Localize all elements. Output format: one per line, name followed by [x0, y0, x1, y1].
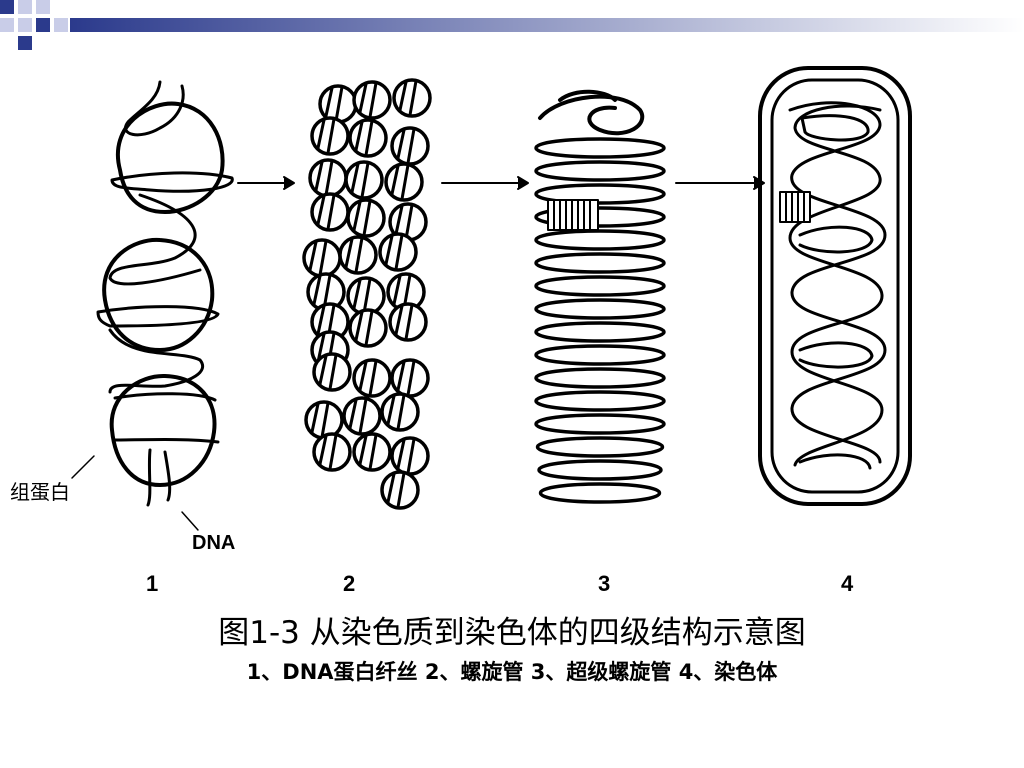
- nucleosome-bead: [378, 232, 418, 272]
- nucleosome-bead: [342, 396, 382, 436]
- nucleosome-bead: [312, 352, 352, 392]
- nucleosome-bead: [344, 160, 384, 200]
- nucleosome-bead: [310, 116, 350, 156]
- coil-segment-highlight: [547, 199, 599, 231]
- coil-ring: [538, 482, 662, 504]
- histone-bead: [109, 373, 217, 487]
- coil-ring: [534, 252, 666, 274]
- coil-ring: [534, 344, 666, 366]
- nucleosome-bead: [352, 358, 392, 398]
- label-dna: DNA: [192, 532, 236, 554]
- nucleosome-bead: [304, 400, 344, 440]
- nucleosome-bead: [388, 302, 428, 342]
- stage-number-1: 1: [146, 571, 159, 596]
- coil-ring: [534, 413, 666, 435]
- coil-ring: [535, 436, 665, 458]
- stage2-solenoid: [302, 78, 432, 510]
- coil-ring: [534, 229, 666, 251]
- nucleosome-bead: [312, 432, 352, 472]
- chromosome-loops: [788, 101, 887, 470]
- figure-title: 图1-3 从染色质到染色体的四级结构示意图: [218, 615, 806, 651]
- coil-ring: [534, 367, 666, 389]
- label-histone: 组蛋白: [10, 480, 70, 504]
- dna-strand: [96, 80, 234, 507]
- nucleosome-bead: [318, 84, 358, 124]
- nucleosome-bead: [346, 198, 386, 238]
- histone-bead: [102, 237, 215, 352]
- nucleosome-bead: [348, 118, 388, 158]
- nucleosome-bead: [386, 272, 426, 312]
- stage4-chromosome: [758, 66, 912, 506]
- stage-number-4: 4: [841, 571, 854, 596]
- nucleosome-bead: [352, 80, 392, 120]
- stage1-nucleosome-fiber: [71, 80, 234, 531]
- coil-ring: [537, 459, 663, 481]
- chromosome-segment-highlight: [779, 191, 811, 223]
- stage3-supersolenoid: [534, 89, 666, 504]
- coil-ring: [534, 390, 666, 412]
- nucleosome-bead: [348, 308, 388, 348]
- nucleosome-bead: [308, 158, 348, 198]
- nucleosome-bead: [392, 78, 432, 118]
- figure-caption: 1、DNA蛋白纤丝 2、螺旋管 3、超级螺旋管 4、染色体: [246, 660, 778, 684]
- nucleosome-bead: [302, 238, 342, 278]
- nucleosome-bead: [338, 235, 378, 275]
- nucleosome-bead: [352, 432, 392, 472]
- stage-number-3: 3: [598, 571, 611, 596]
- coil-ring: [534, 160, 666, 182]
- nucleosome-bead: [390, 126, 430, 166]
- coil-ring: [534, 137, 666, 159]
- stage-number-2: 2: [343, 571, 356, 596]
- nucleosome-bead: [346, 276, 386, 316]
- nucleosome-bead: [380, 470, 420, 510]
- nucleosome-bead: [306, 272, 346, 312]
- arrow-2-to-3: [441, 176, 529, 190]
- coil-ring: [534, 275, 666, 297]
- nucleosome-bead: [390, 358, 430, 398]
- nucleosome-bead: [380, 392, 420, 432]
- histone-bead: [116, 101, 225, 214]
- coil-ring: [534, 298, 666, 320]
- coil-ring: [534, 321, 666, 343]
- arrow-3-to-4: [675, 176, 765, 190]
- nucleosome-bead: [310, 192, 350, 232]
- slide-corner-decoration: [0, 0, 1024, 50]
- nucleosome-bead: [390, 436, 430, 476]
- nucleosome-bead: [384, 162, 424, 202]
- arrow-1-to-2: [237, 176, 295, 190]
